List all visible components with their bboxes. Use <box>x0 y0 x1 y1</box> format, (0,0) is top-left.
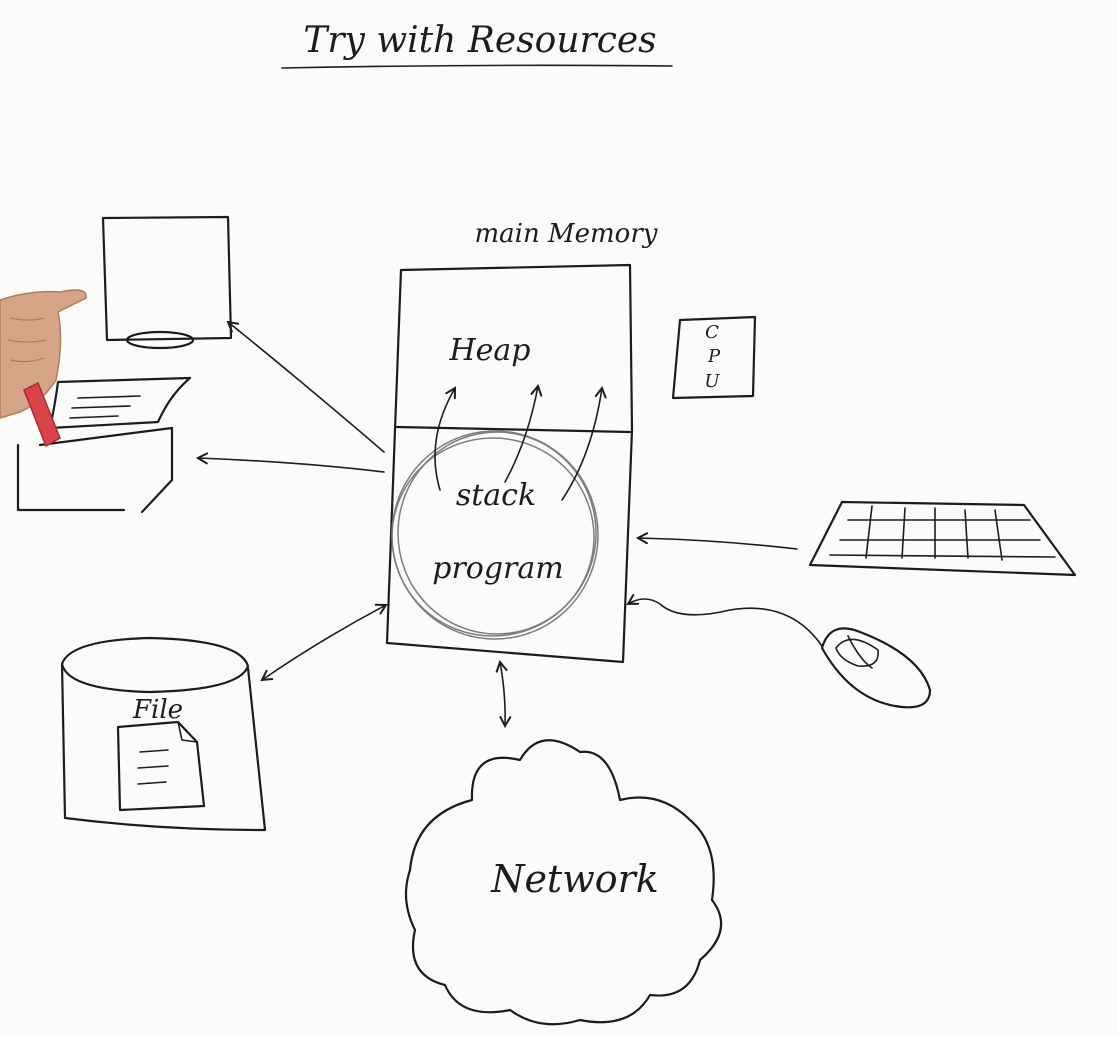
heap-stack-divider <box>395 425 632 434</box>
file-label: File <box>132 695 183 725</box>
mouse-icon <box>820 627 932 709</box>
memory-to-monitor-arrow <box>228 322 385 453</box>
main-memory-label: main Memory <box>475 219 658 249</box>
stack-to-heap-arrow-3 <box>561 388 602 501</box>
memory-network-arrow <box>500 662 505 726</box>
stack-to-heap-arrow-2 <box>504 386 538 483</box>
program-label: program <box>432 551 563 586</box>
heap-label: Heap <box>448 333 530 368</box>
network-label: Network <box>490 857 659 901</box>
page-title: Try with Resources <box>303 20 656 61</box>
monitor-icon <box>101 215 233 350</box>
hand-with-marker-icon <box>0 289 87 448</box>
memory-to-printer-arrow <box>198 458 385 473</box>
cpu-letter-c: C <box>705 322 719 343</box>
stack-to-heap-arrow-1 <box>434 388 455 491</box>
file-storage-icon: File <box>60 636 267 832</box>
cpu-letter-u: U <box>704 371 720 392</box>
title-group: Try with Resources <box>281 20 673 69</box>
cpu-letter-p: P <box>707 346 721 367</box>
cpu-icon: C P U <box>671 315 757 400</box>
keyboard-icon <box>808 500 1077 577</box>
main-memory-diagram: main Memory Heap stack program <box>385 219 658 664</box>
file-memory-arrow <box>262 605 386 680</box>
keyboard-to-memory-arrow <box>638 538 798 550</box>
stack-label: stack <box>456 478 536 513</box>
mouse-to-memory-arrow <box>628 599 823 647</box>
printer-icon <box>16 376 192 514</box>
title-underline <box>281 64 673 69</box>
stack-program-circle <box>391 430 599 640</box>
memory-box <box>385 263 634 664</box>
network-cloud-icon: Network <box>404 739 723 1026</box>
